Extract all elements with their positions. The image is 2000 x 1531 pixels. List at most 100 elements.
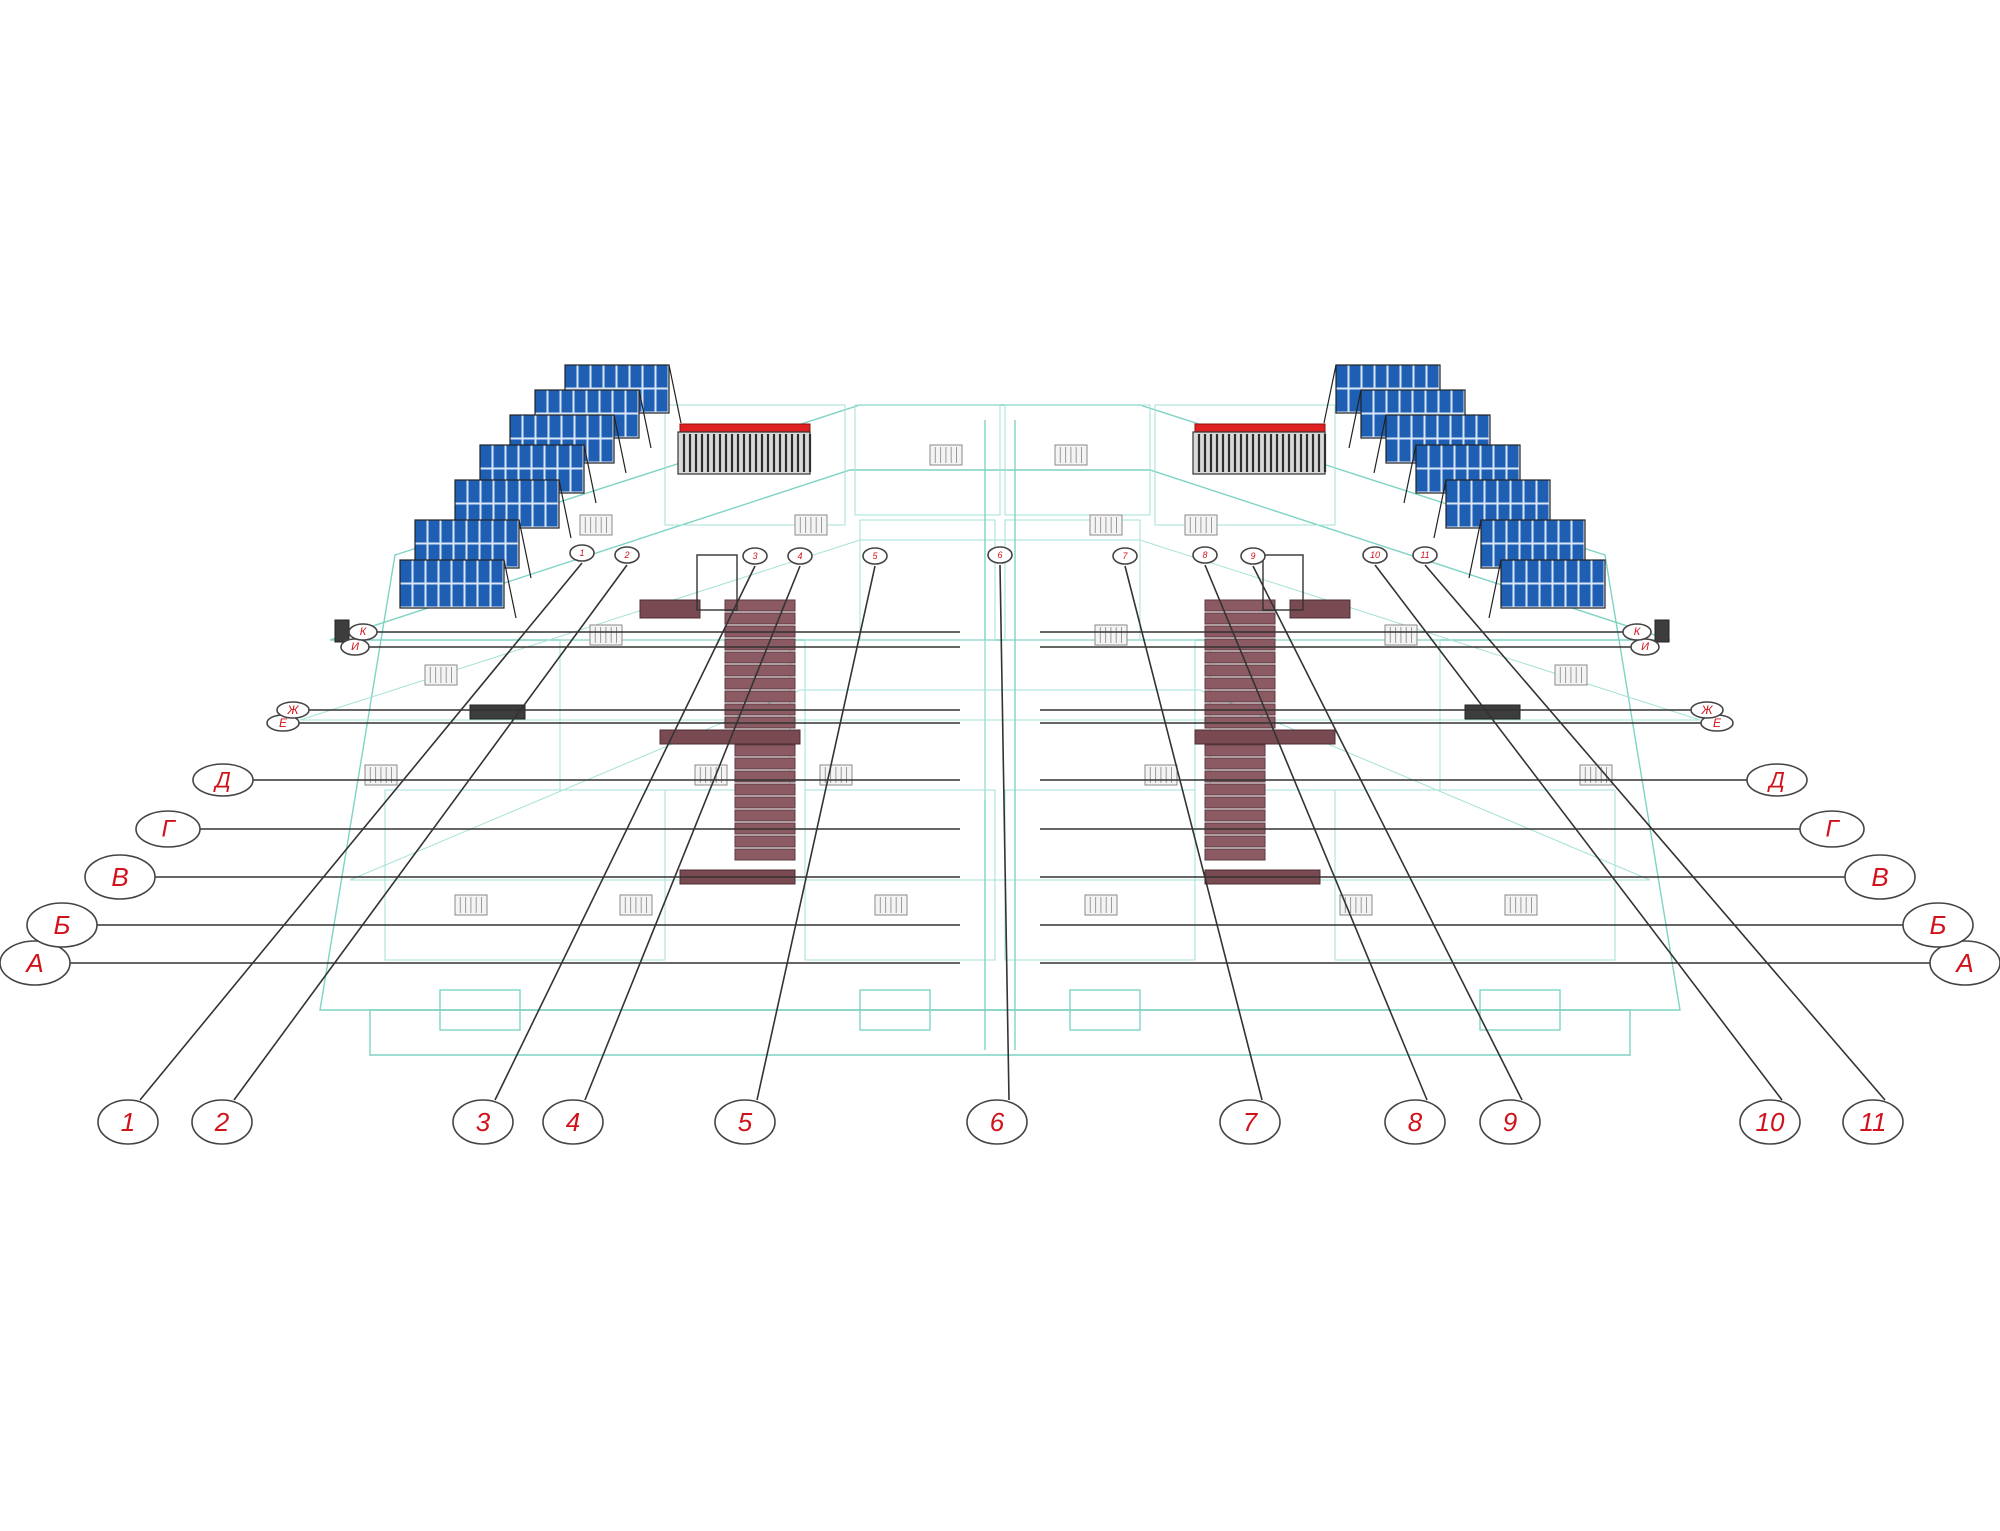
radiator-icon xyxy=(1054,444,1088,466)
row-axis-bubble-right: Ж xyxy=(1690,701,1724,719)
radiator-icon xyxy=(619,894,653,916)
svg-text:7: 7 xyxy=(1122,551,1128,561)
radiator-icon xyxy=(874,894,908,916)
svg-text:3: 3 xyxy=(752,551,757,561)
svg-text:7: 7 xyxy=(1243,1107,1259,1137)
svg-text:Ж: Ж xyxy=(1700,703,1713,717)
row-axis-bubble-right: А xyxy=(1929,940,2000,986)
svg-text:8: 8 xyxy=(1202,550,1207,560)
row-axis-bubble-left: Д xyxy=(192,763,254,797)
radiator-icon xyxy=(1554,664,1588,686)
radiator-icon xyxy=(1384,624,1418,646)
solar-panel-array-right xyxy=(1323,364,1606,619)
row-axis-bubble-right: Б xyxy=(1902,902,1974,948)
radiator-icon xyxy=(1339,894,1373,916)
column-axis-bubble-small: 1 xyxy=(569,544,595,562)
solar-panel-icon xyxy=(1468,519,1586,579)
solar-panel-icon xyxy=(399,559,517,619)
svg-text:Г: Г xyxy=(1825,816,1840,843)
column-axis-bubble-small: 11 xyxy=(1412,546,1438,564)
radiator-icon xyxy=(364,764,398,786)
row-axis-bubble-left: Г xyxy=(135,810,201,848)
svg-text:3: 3 xyxy=(476,1107,491,1137)
row-axis-bubble-right: В xyxy=(1844,854,1916,900)
svg-text:К: К xyxy=(1634,626,1641,638)
solar-panel-icon xyxy=(1488,559,1606,619)
row-axis-bubble-right: И xyxy=(1630,638,1660,656)
svg-text:6: 6 xyxy=(990,1107,1005,1137)
radiator-icon xyxy=(589,624,623,646)
radiator-icon xyxy=(794,514,828,536)
svg-text:1: 1 xyxy=(121,1107,135,1137)
row-axis-bubble-right: К xyxy=(1622,623,1652,641)
radiator-icon xyxy=(454,894,488,916)
radiator-icon xyxy=(1089,514,1123,536)
column-axis-bubble: 2 xyxy=(191,1099,253,1145)
radiator-icon xyxy=(579,514,613,536)
svg-text:9: 9 xyxy=(1250,551,1255,561)
svg-text:Е: Е xyxy=(279,716,288,730)
column-axis-bubble: 4 xyxy=(542,1099,604,1145)
svg-text:Ж: Ж xyxy=(286,703,299,717)
row-axis-bubble-left: А xyxy=(0,940,71,986)
row-axis-bubble-left: Ж xyxy=(276,701,310,719)
column-axis-bubble: 3 xyxy=(452,1099,514,1145)
svg-text:И: И xyxy=(351,641,359,653)
svg-text:Е: Е xyxy=(1713,716,1722,730)
radiator-icon xyxy=(819,764,853,786)
column-axis-bubble-small: 3 xyxy=(742,547,768,565)
solar-collector-left xyxy=(677,423,812,475)
column-axis-bubble-small: 4 xyxy=(787,547,813,565)
svg-text:4: 4 xyxy=(797,551,802,561)
svg-text:Б: Б xyxy=(1930,910,1947,940)
svg-text:10: 10 xyxy=(1370,550,1380,560)
radiator-icon xyxy=(1504,894,1538,916)
svg-text:А: А xyxy=(1954,948,1973,978)
solar-collector-right xyxy=(1192,423,1327,475)
column-axis-bubble: 9 xyxy=(1479,1099,1541,1145)
svg-text:И: И xyxy=(1641,641,1649,653)
column-axis-bubble-small: 7 xyxy=(1112,547,1138,565)
column-axis-bubble: 6 xyxy=(966,1099,1028,1145)
solar-panel-icon xyxy=(454,479,572,539)
row-axis-bubble-left: Б xyxy=(26,902,98,948)
svg-text:В: В xyxy=(111,862,128,892)
svg-text:2: 2 xyxy=(623,550,629,560)
svg-text:В: В xyxy=(1871,862,1888,892)
grid-axis-lines xyxy=(70,562,1930,1101)
row-axis-bubble-left: В xyxy=(84,854,156,900)
radiator-icon xyxy=(1084,894,1118,916)
radiator-icon xyxy=(1094,624,1128,646)
column-axis-bubble-small: 5 xyxy=(862,547,888,565)
svg-text:4: 4 xyxy=(566,1107,580,1137)
svg-text:11: 11 xyxy=(1860,1107,1887,1137)
wall-unit-right xyxy=(1654,619,1670,643)
staircase-left xyxy=(639,554,801,885)
row-axis-bubble-right: Д xyxy=(1746,763,1808,797)
column-axis-bubble-small: 9 xyxy=(1240,547,1266,565)
row-axis-bubble-right: Г xyxy=(1799,810,1865,848)
radiator-icon xyxy=(1184,514,1218,536)
column-axis-bubble-small: 2 xyxy=(614,546,640,564)
svg-text:К: К xyxy=(360,626,367,638)
svg-text:Д: Д xyxy=(212,768,231,793)
svg-text:5: 5 xyxy=(738,1107,753,1137)
svg-text:А: А xyxy=(24,948,43,978)
column-axis-bubble-small: 6 xyxy=(987,546,1013,564)
solar-panel-array-left xyxy=(399,364,682,619)
row-axis-bubble-left: К xyxy=(348,623,378,641)
radiator-icon xyxy=(1579,764,1613,786)
radiator-icon xyxy=(424,664,458,686)
svg-text:10: 10 xyxy=(1756,1107,1785,1137)
column-axis-bubble-small: 10 xyxy=(1362,546,1388,564)
column-axis-bubble: 11 xyxy=(1842,1099,1904,1145)
radiator-icon xyxy=(929,444,963,466)
column-axis-bubble: 5 xyxy=(714,1099,776,1145)
svg-text:2: 2 xyxy=(214,1107,230,1137)
row-axis-bubble-left: И xyxy=(340,638,370,656)
svg-text:8: 8 xyxy=(1408,1107,1423,1137)
column-axis-bubble: 7 xyxy=(1219,1099,1281,1145)
column-axis-bubble: 1 xyxy=(97,1099,159,1145)
